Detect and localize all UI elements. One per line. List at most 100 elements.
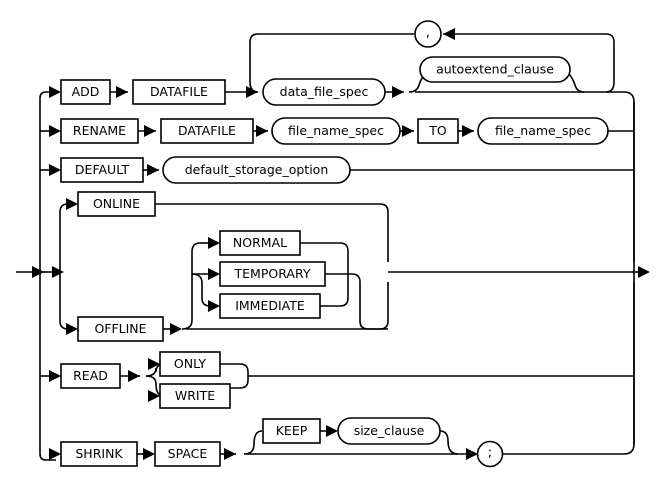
node-shrink[interactable]: SHRINK bbox=[60, 441, 138, 467]
read-out-arrow-icon bbox=[128, 370, 140, 382]
only-label: ONLY bbox=[174, 356, 206, 371]
arrowheads bbox=[32, 28, 650, 460]
offline-arrow-icon bbox=[66, 323, 78, 335]
write-arrow-icon bbox=[148, 390, 160, 402]
left-rail-top-curve bbox=[39, 91, 56, 99]
comma-circle[interactable] bbox=[414, 20, 442, 48]
file-name-spec-2-oval[interactable] bbox=[477, 117, 609, 145]
add-arrow-icon bbox=[49, 86, 61, 98]
file-name-spec-2-label: file_name_spec bbox=[495, 123, 591, 138]
temporary-join bbox=[325, 273, 388, 330]
offline-label: OFFLINE bbox=[94, 321, 146, 336]
normal-box[interactable] bbox=[219, 230, 301, 256]
rename-arrow-icon bbox=[49, 125, 61, 137]
node-file-name-spec-2[interactable]: file_name_spec bbox=[477, 117, 609, 145]
online-label: ONLINE bbox=[93, 196, 140, 211]
add-label: ADD bbox=[72, 84, 100, 99]
onoff-branch-up bbox=[59, 203, 74, 272]
datafile-rename-box[interactable] bbox=[160, 118, 254, 144]
read-box[interactable] bbox=[60, 363, 121, 389]
autoextend-clause-oval[interactable] bbox=[419, 56, 571, 83]
size-exit-curve bbox=[439, 430, 459, 455]
size-clause-oval[interactable] bbox=[337, 417, 441, 445]
after-spec-arrow-icon bbox=[392, 86, 404, 98]
online-box[interactable] bbox=[77, 191, 156, 217]
node-immediate[interactable]: IMMEDIATE bbox=[219, 293, 321, 319]
file-name-spec-2-arrow-icon bbox=[462, 125, 474, 137]
node-online[interactable]: ONLINE bbox=[77, 191, 156, 217]
node-semicolon[interactable]: ; bbox=[476, 440, 504, 468]
semicolon-arrow-icon bbox=[466, 448, 478, 460]
node-offline[interactable]: OFFLINE bbox=[77, 316, 164, 342]
default-label: DEFAULT bbox=[75, 162, 130, 177]
space-box[interactable] bbox=[154, 441, 221, 467]
node-to[interactable]: TO bbox=[417, 118, 459, 144]
onoff-branch-down bbox=[59, 272, 74, 330]
node-rename[interactable]: RENAME bbox=[60, 118, 139, 144]
node-write[interactable]: WRITE bbox=[159, 383, 231, 409]
temporary-arrow-icon bbox=[208, 268, 220, 280]
node-size-clause[interactable]: size_clause bbox=[337, 417, 441, 445]
semicolon-to-right-rail bbox=[502, 282, 635, 455]
comma-loop-arrow-icon bbox=[443, 28, 455, 40]
immediate-box[interactable] bbox=[219, 293, 321, 319]
file-name-spec-1-oval[interactable] bbox=[271, 117, 401, 145]
default-box[interactable] bbox=[60, 157, 144, 183]
only-arrow-icon bbox=[148, 358, 160, 370]
node-autoextend-clause[interactable]: autoextend_clause bbox=[419, 56, 571, 83]
online-out bbox=[155, 203, 389, 262]
offline-out-arrow-icon bbox=[170, 323, 182, 335]
offline-box[interactable] bbox=[77, 316, 164, 342]
to-box[interactable] bbox=[417, 118, 459, 144]
space-out-arrow-icon bbox=[224, 448, 236, 460]
default-storage-option-oval[interactable] bbox=[162, 156, 351, 184]
onoff-entry-arrow-icon bbox=[52, 266, 64, 278]
node-datafile-rename[interactable]: DATAFILE bbox=[160, 118, 254, 144]
node-default-storage-option[interactable]: default_storage_option bbox=[162, 156, 351, 184]
node-file-name-spec-1[interactable]: file_name_spec bbox=[271, 117, 401, 145]
temporary-box[interactable] bbox=[219, 261, 326, 287]
shrink-box[interactable] bbox=[60, 441, 138, 467]
node-comma[interactable]: , bbox=[414, 20, 442, 48]
semicolon-circle[interactable] bbox=[476, 440, 504, 468]
semicolon-label: ; bbox=[488, 446, 492, 461]
file-name-spec-1-label: file_name_spec bbox=[288, 123, 384, 138]
offline-suboptions-up bbox=[181, 242, 201, 330]
write-box[interactable] bbox=[159, 383, 231, 409]
node-only[interactable]: ONLY bbox=[159, 351, 221, 377]
space-arrow-icon bbox=[143, 448, 155, 460]
keep-box[interactable] bbox=[262, 418, 321, 444]
node-data-file-spec[interactable]: data_file_spec bbox=[262, 78, 386, 106]
node-space[interactable]: SPACE bbox=[154, 441, 221, 467]
exit-arrow-icon bbox=[638, 266, 650, 278]
left-rail-bottom-curve bbox=[39, 453, 56, 461]
node-normal[interactable]: NORMAL bbox=[219, 230, 301, 256]
normal-label: NORMAL bbox=[233, 235, 287, 250]
node-read[interactable]: READ bbox=[60, 363, 121, 389]
data-file-spec-oval[interactable] bbox=[262, 78, 386, 106]
default-arrow-icon bbox=[49, 164, 61, 176]
read-label: READ bbox=[73, 368, 108, 383]
shrink-arrow-icon bbox=[49, 448, 61, 460]
node-default[interactable]: DEFAULT bbox=[60, 157, 144, 183]
comma-label: , bbox=[426, 26, 430, 41]
node-add[interactable]: ADD bbox=[60, 79, 111, 105]
data-file-spec-label: data_file_spec bbox=[280, 84, 369, 99]
rename-label: RENAME bbox=[73, 123, 126, 138]
node-datafile-add[interactable]: DATAFILE bbox=[132, 79, 226, 105]
rename-box[interactable] bbox=[60, 118, 139, 144]
comma-loop-right bbox=[443, 33, 615, 93]
node-temporary[interactable]: TEMPORARY bbox=[219, 261, 326, 287]
to-arrow-icon bbox=[402, 125, 414, 137]
file-name-spec-1-arrow-icon bbox=[256, 125, 268, 137]
datafile-add-box[interactable] bbox=[132, 79, 226, 105]
only-box[interactable] bbox=[159, 351, 221, 377]
datafile-add-label: DATAFILE bbox=[150, 84, 208, 99]
default-storage-option-arrow-icon bbox=[147, 164, 159, 176]
immediate-label: IMMEDIATE bbox=[235, 298, 305, 313]
node-keep[interactable]: KEEP bbox=[262, 418, 321, 444]
temporary-label: TEMPORARY bbox=[234, 266, 311, 281]
add-box[interactable] bbox=[60, 79, 111, 105]
datafile-rename-label: DATAFILE bbox=[178, 123, 236, 138]
datafile-rename-arrow-icon bbox=[144, 125, 156, 137]
